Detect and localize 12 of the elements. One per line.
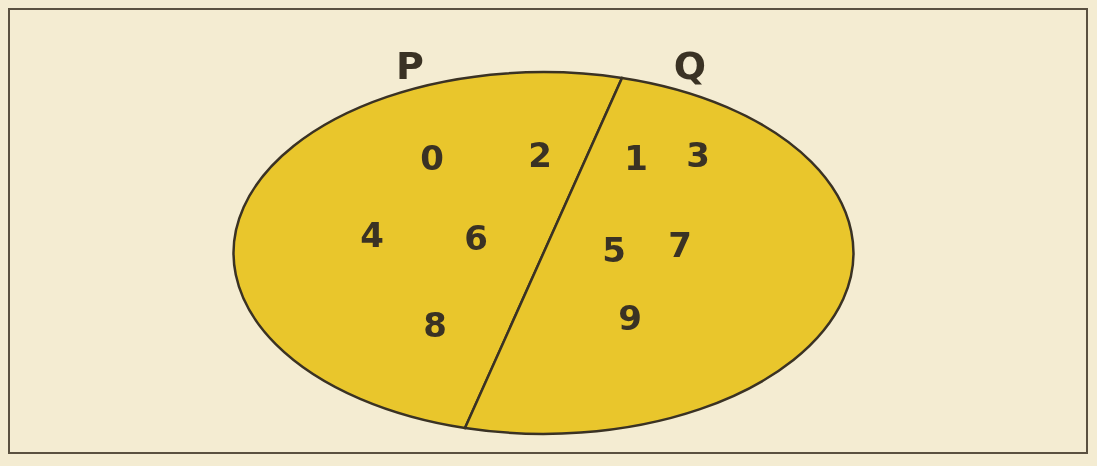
element-number: 3 — [686, 138, 710, 172]
element-number: 4 — [360, 218, 384, 252]
set-label: P — [396, 47, 424, 85]
element-number: 8 — [423, 308, 447, 342]
element-number: 6 — [464, 221, 488, 255]
element-number: 5 — [602, 233, 626, 267]
element-number: 0 — [420, 141, 444, 175]
element-number: 9 — [618, 301, 642, 335]
element-number: 7 — [668, 228, 692, 262]
element-number: 1 — [624, 141, 648, 175]
element-number: 2 — [528, 138, 552, 172]
set-label: Q — [673, 47, 707, 85]
